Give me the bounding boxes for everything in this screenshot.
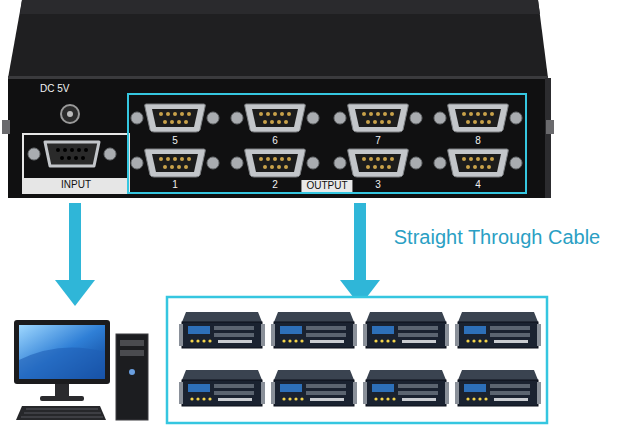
- rack-device: [271, 312, 357, 348]
- port-number: 4: [475, 180, 481, 190]
- db9-female-port: [28, 142, 116, 166]
- rack-device: [179, 312, 265, 348]
- device-side: [545, 78, 551, 198]
- input-port-frame: INPUT: [22, 133, 130, 194]
- arrow-head: [55, 280, 95, 306]
- port-number: 1: [172, 180, 178, 190]
- db9-male-port: [231, 149, 319, 177]
- rack-device: [363, 312, 449, 348]
- db9-male-port: [434, 104, 522, 132]
- power-jack-pin: [67, 111, 73, 117]
- port-number: 5: [172, 136, 178, 146]
- db9-male-port: [131, 104, 219, 132]
- port-group-label: INPUT: [24, 178, 128, 192]
- mounting-tab: [546, 120, 554, 134]
- port-number: 6: [272, 136, 278, 146]
- port-number: 3: [375, 180, 381, 190]
- arrow-shaft: [354, 203, 366, 281]
- device-lid-edge: [20, 0, 540, 14]
- cable-caption: Straight Through Cable: [394, 227, 600, 247]
- port-number: 7: [375, 136, 381, 146]
- db9-male-port: [131, 149, 219, 177]
- db9-male-port: [434, 149, 522, 177]
- splitter-front-panel: DC 5V INPUT OUTPUT: [8, 78, 548, 198]
- output-port-frame: OUTPUT: [127, 93, 527, 194]
- port-group-label: OUTPUT: [301, 180, 352, 192]
- device-lid: [8, 0, 548, 78]
- device-panel-seam: [8, 76, 548, 79]
- rack-device: [179, 370, 265, 406]
- db9-male-port: [334, 149, 422, 177]
- rack-device: [363, 370, 449, 406]
- mounting-tab: [2, 120, 10, 134]
- rack-device: [455, 370, 541, 406]
- db9-male-port: [334, 104, 422, 132]
- port-number: 8: [475, 136, 481, 146]
- power-jack: [61, 105, 79, 123]
- db9-male-port: [231, 104, 319, 132]
- port-number: 2: [272, 180, 278, 190]
- device-front-panel: [8, 78, 548, 198]
- computer-icon: [14, 320, 148, 420]
- arrow-shaft: [69, 203, 81, 281]
- devices-frame: [167, 297, 547, 423]
- power-label: DC 5V: [40, 84, 69, 94]
- rack-device: [271, 370, 357, 406]
- rack-device: [455, 312, 541, 348]
